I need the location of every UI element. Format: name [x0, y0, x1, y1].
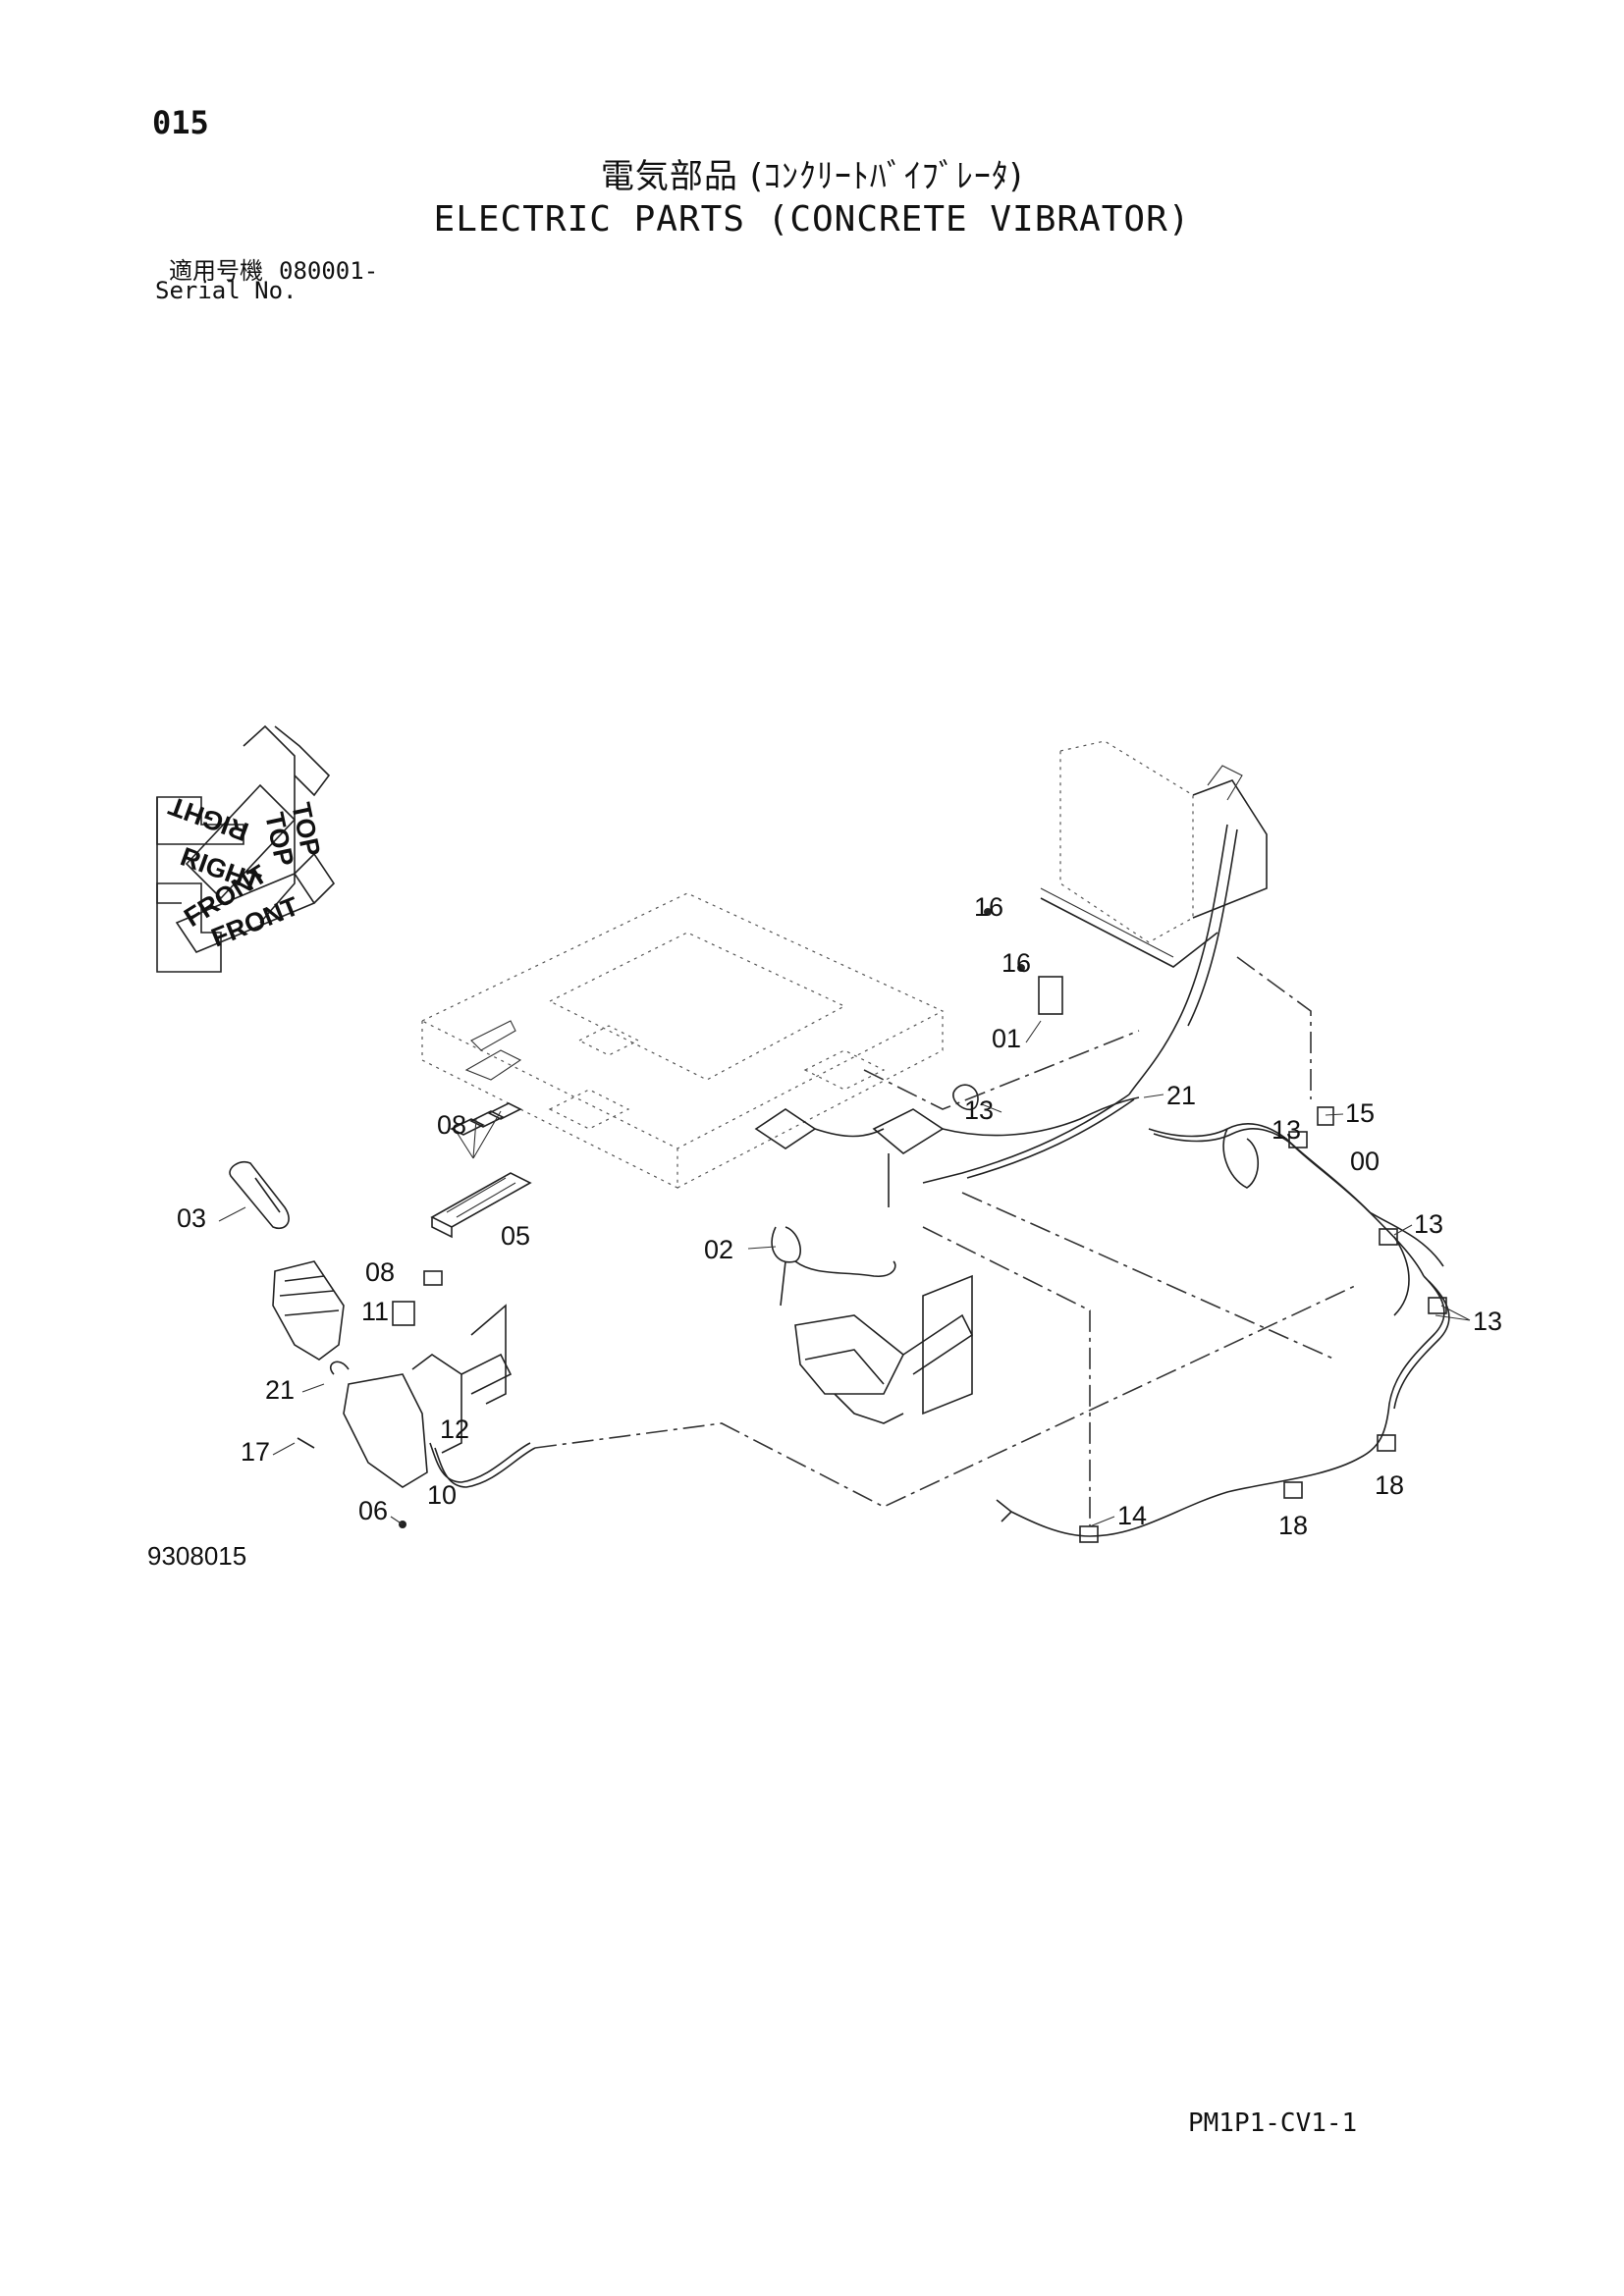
right-joystick: [771, 1226, 974, 1424]
callout-12: 12: [440, 1415, 469, 1444]
callout-08-mid: 08: [365, 1257, 395, 1287]
callout-13-d: 13: [1473, 1307, 1502, 1336]
callout-leaders: [218, 1020, 1471, 1527]
wiring-harness: [922, 1094, 1450, 1543]
callout-03: 03: [177, 1203, 206, 1233]
drawing-number: 9308015: [147, 1541, 247, 1571]
relay-panel: [430, 1102, 532, 1239]
title-japanese: 電気部品 (ｺﾝｸﾘｰﾄﾊﾞｲﾌﾞﾚｰﾀ): [600, 157, 1024, 196]
callout-11: 11: [361, 1297, 389, 1326]
callout-13-a: 13: [964, 1095, 994, 1125]
callout-13-b: 13: [1272, 1115, 1301, 1145]
serial-label-japanese: 適用号機: [169, 257, 263, 285]
callout-21-left: 21: [265, 1375, 295, 1405]
callout-01: 01: [992, 1024, 1021, 1053]
floor-plate: [420, 892, 945, 1189]
callout-14: 14: [1117, 1501, 1147, 1530]
callout-08-top: 08: [437, 1110, 466, 1140]
connector-cluster: [754, 1084, 1140, 1207]
callout-10: 10: [427, 1480, 457, 1510]
lower-cable: [399, 1442, 536, 1528]
callout-06: 06: [358, 1496, 388, 1525]
control-box: [984, 740, 1268, 1095]
leader-lines: [454, 956, 1356, 1526]
title-english: ELECTRIC PARTS (CONCRETE VIBRATOR): [433, 199, 1191, 240]
callout-16-a: 16: [974, 892, 1003, 922]
callout-17: 17: [241, 1437, 270, 1467]
callout-labels: 16 16 01 21 15 13 13 00 13 13 08 05 03 0…: [177, 892, 1502, 1540]
callout-05: 05: [501, 1221, 530, 1251]
left-joystick: [229, 1160, 513, 1488]
serial-value: 080001-: [279, 257, 379, 285]
serial-row-japanese: 適用号機 080001-: [169, 251, 378, 286]
page-number: 015: [152, 104, 209, 141]
callout-18-b: 18: [1278, 1511, 1308, 1540]
callout-15: 15: [1345, 1098, 1375, 1128]
callout-00: 00: [1350, 1147, 1380, 1176]
serial-label-english: Serial No.: [155, 277, 298, 304]
orientation-symbol: TOP TOP RIGHT RIGHT FRONT FRONT: [156, 724, 336, 973]
callout-18-a: 18: [1375, 1470, 1404, 1500]
orientation-right-label-1: RIGHT: [164, 790, 252, 846]
callout-21-right: 21: [1166, 1081, 1196, 1110]
callout-16-b: 16: [1001, 948, 1031, 978]
callout-02: 02: [704, 1235, 733, 1264]
page-code: PM1P1-CV1-1: [1188, 2109, 1358, 2138]
callout-13-c: 13: [1414, 1209, 1443, 1239]
